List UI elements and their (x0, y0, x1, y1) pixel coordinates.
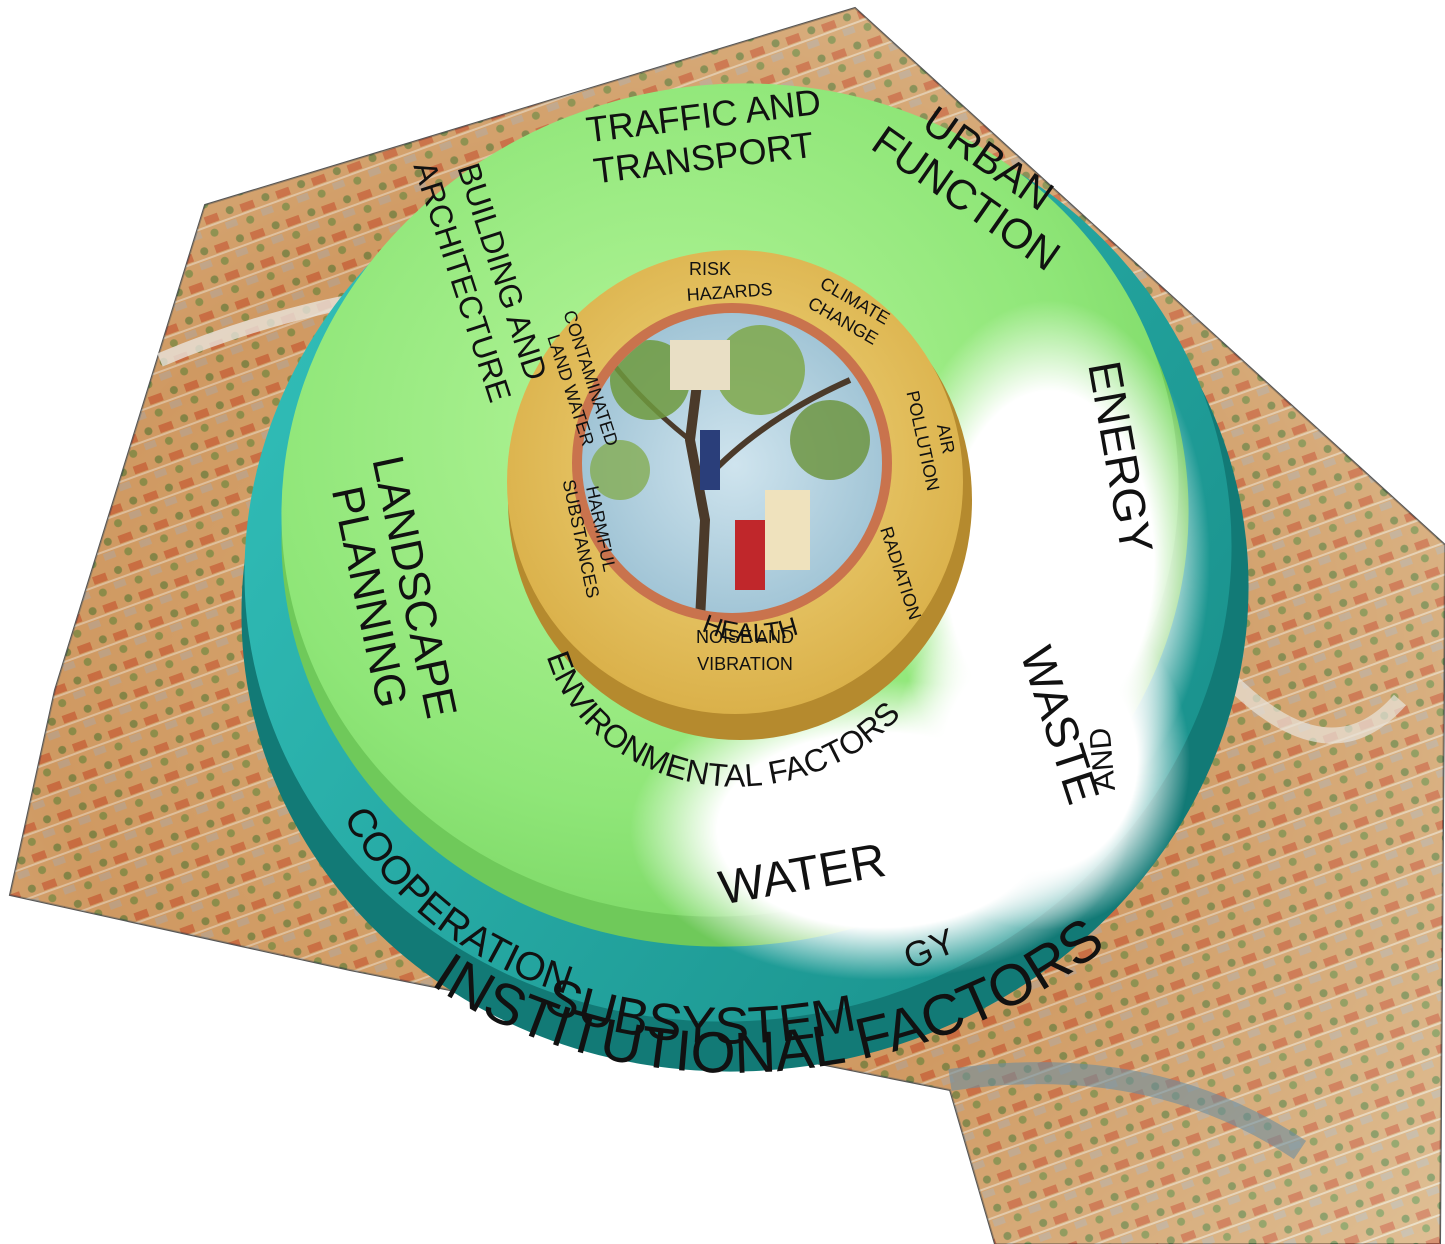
cooperation-fragment-and: AND (1084, 726, 1122, 792)
svg-text:VIBRATION: VIBRATION (697, 654, 793, 674)
center-photo (582, 313, 882, 613)
svg-text:NOISE AND: NOISE AND (696, 627, 794, 647)
noise-vibration-label: NOISE AND VIBRATION (696, 627, 794, 674)
svg-text:RISK: RISK (689, 259, 731, 279)
